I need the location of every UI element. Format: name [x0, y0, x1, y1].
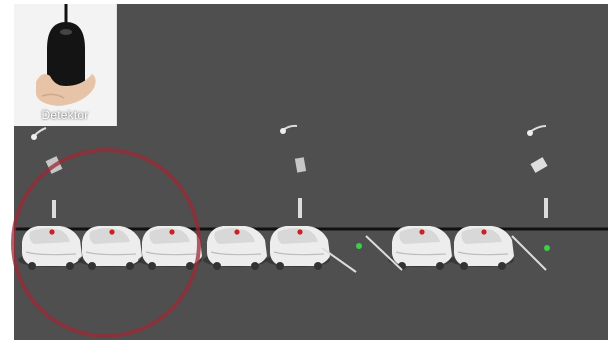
sensor-3	[527, 125, 548, 218]
free-spot-2	[511, 235, 550, 271]
free-spot-1	[356, 235, 403, 271]
detector-photo	[14, 4, 116, 108]
parked-car	[388, 226, 452, 270]
parked-car	[266, 226, 330, 270]
inset-caption: Detektor	[41, 108, 89, 122]
parked-car	[203, 226, 267, 270]
spot-divider	[321, 247, 357, 273]
parked-car	[450, 226, 514, 270]
parked-car	[18, 226, 82, 270]
parked-car	[138, 226, 202, 270]
detector-inset: Detektor	[14, 4, 117, 126]
sensor-2	[280, 124, 307, 218]
highlight-ring	[11, 148, 201, 338]
parked-car	[78, 226, 142, 270]
